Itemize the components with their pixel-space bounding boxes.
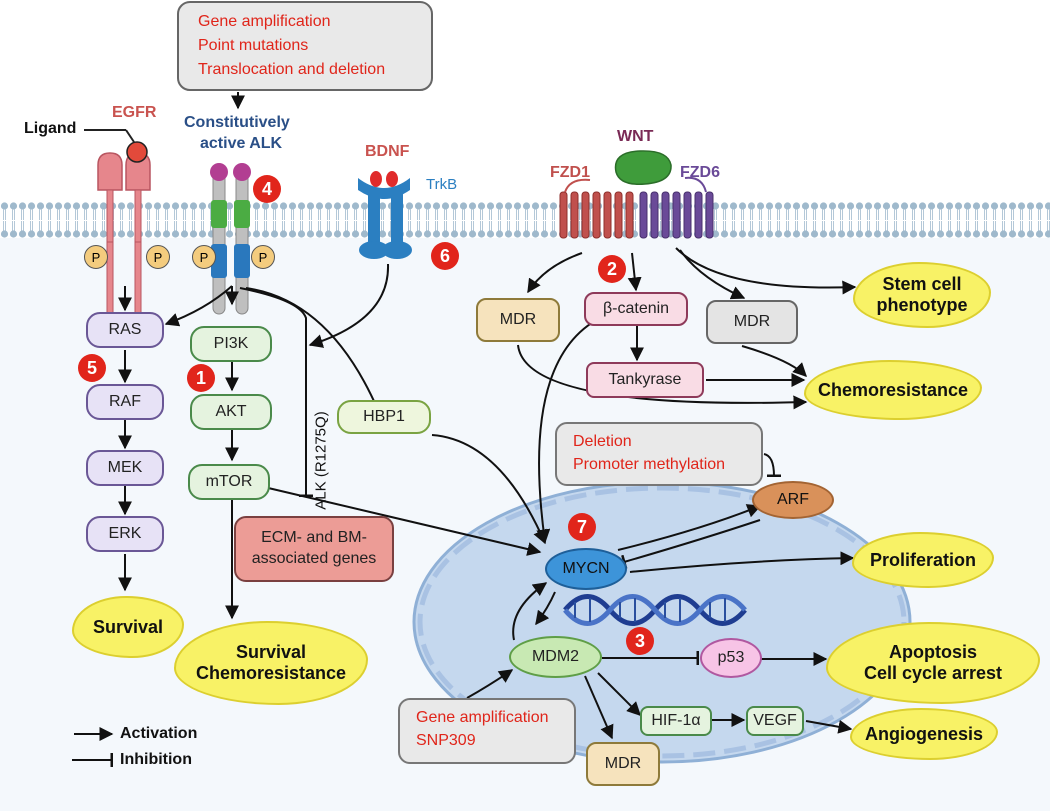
legend-inhibition: Inhibition (120, 751, 192, 768)
raf-node: RAF (86, 384, 164, 420)
phospho-circle: P (251, 245, 275, 269)
inhibition-arrows (72, 287, 782, 767)
hbp1-node: HBP1 (337, 400, 431, 434)
mdr-right-node: MDR (706, 300, 798, 344)
alk-mutation-label: ALK (R1275Q) (312, 411, 330, 510)
phospho-circle: P (84, 245, 108, 269)
survival-chemo-line: Survival (235, 642, 307, 663)
mdm2-alteration-box: Gene amplification SNP309 (398, 698, 576, 764)
apoptosis-line: Apoptosis (889, 642, 977, 663)
deletion-box: Deletion Promoter methylation (555, 422, 763, 486)
cell-membrane (0, 200, 1050, 240)
akt-node: AKT (190, 394, 272, 430)
fzd6-label: FZD6 (680, 164, 720, 181)
p53-node: p53 (700, 638, 762, 678)
mutations-line: Gene amplification (198, 13, 331, 30)
erk-node: ERK (86, 516, 164, 552)
survival-chemo-line: Chemoresistance (195, 663, 347, 683)
badge-5: 5 (78, 354, 106, 382)
activation-arrows (74, 92, 857, 741)
mek-node: MEK (86, 450, 164, 486)
stem-line: Stem cell (882, 274, 962, 295)
mutations-line: Point mutations (198, 37, 309, 54)
mdr-left-node: MDR (476, 298, 560, 342)
pi3k-node: PI3K (190, 326, 272, 362)
badge-1: 1 (187, 364, 215, 392)
alk-label: active ALK (200, 135, 283, 152)
dna-helix (563, 594, 747, 626)
legend-activation: Activation (120, 725, 198, 742)
vegf-node: VEGF (746, 706, 804, 736)
trkb-label: TrkB (426, 176, 458, 193)
ligand-label: Ligand (24, 120, 77, 137)
chemoresistance-blob: Chemoresistance (804, 360, 982, 420)
alk-label: Constitutively (184, 114, 290, 131)
deletion-line: Promoter methylation (573, 456, 726, 474)
mtor-node: mTOR (188, 464, 270, 500)
tankyrase-node: Tankyrase (586, 362, 704, 398)
apoptosis-blob: Apoptosis Cell cycle arrest (826, 622, 1040, 704)
mutations-box (177, 1, 433, 91)
mycn-node: MYCN (545, 548, 627, 590)
egfr-receptor (84, 129, 151, 315)
apoptosis-line: Cell cycle arrest (863, 663, 1003, 683)
stem-cell-blob: Stem cell phenotype (853, 262, 991, 328)
alk-receptor (210, 163, 251, 315)
deletion-line: Deletion (573, 433, 632, 450)
badge-6: 6 (431, 242, 459, 270)
bdnf-label: BDNF (365, 143, 410, 160)
angiogenesis-blob: Angiogenesis (850, 708, 998, 760)
survival-chemoresistance-blob: Survival Chemoresistance (174, 621, 368, 705)
egfr-label: EGFR (112, 104, 157, 121)
beta-catenin-node: β-catenin (584, 292, 688, 326)
mutations-line: Translocation and deletion (198, 61, 386, 78)
badge-2: 2 (598, 255, 626, 283)
wnt-label: WNT (617, 128, 654, 145)
mdm2-box-line: SNP309 (416, 732, 476, 750)
badge-7: 7 (568, 513, 596, 541)
mdm2-box-line: Gene amplification (416, 709, 549, 726)
badge-3: 3 (626, 627, 654, 655)
ecm-line: associated genes (251, 550, 377, 567)
ecm-genes-box: ECM- and BM- associated genes (234, 516, 394, 582)
phospho-circle: P (192, 245, 216, 269)
trkb-receptor (358, 171, 412, 259)
ecm-line: ECM- and BM- (261, 529, 367, 547)
stem-line: phenotype (876, 295, 968, 315)
survival-blob: Survival (72, 596, 184, 658)
phospho-circle: P (146, 245, 170, 269)
mdr-bottom-node: MDR (586, 742, 660, 786)
hif-node: HIF-1α (640, 706, 712, 736)
mdm2-node: MDM2 (509, 636, 602, 678)
arf-node: ARF (752, 481, 834, 519)
badge-4: 4 (253, 175, 281, 203)
ras-node: RAS (86, 312, 164, 348)
proliferation-blob: Proliferation (852, 532, 994, 588)
wnt-fzd-receptors (559, 150, 714, 239)
fzd1-label: FZD1 (550, 164, 590, 181)
